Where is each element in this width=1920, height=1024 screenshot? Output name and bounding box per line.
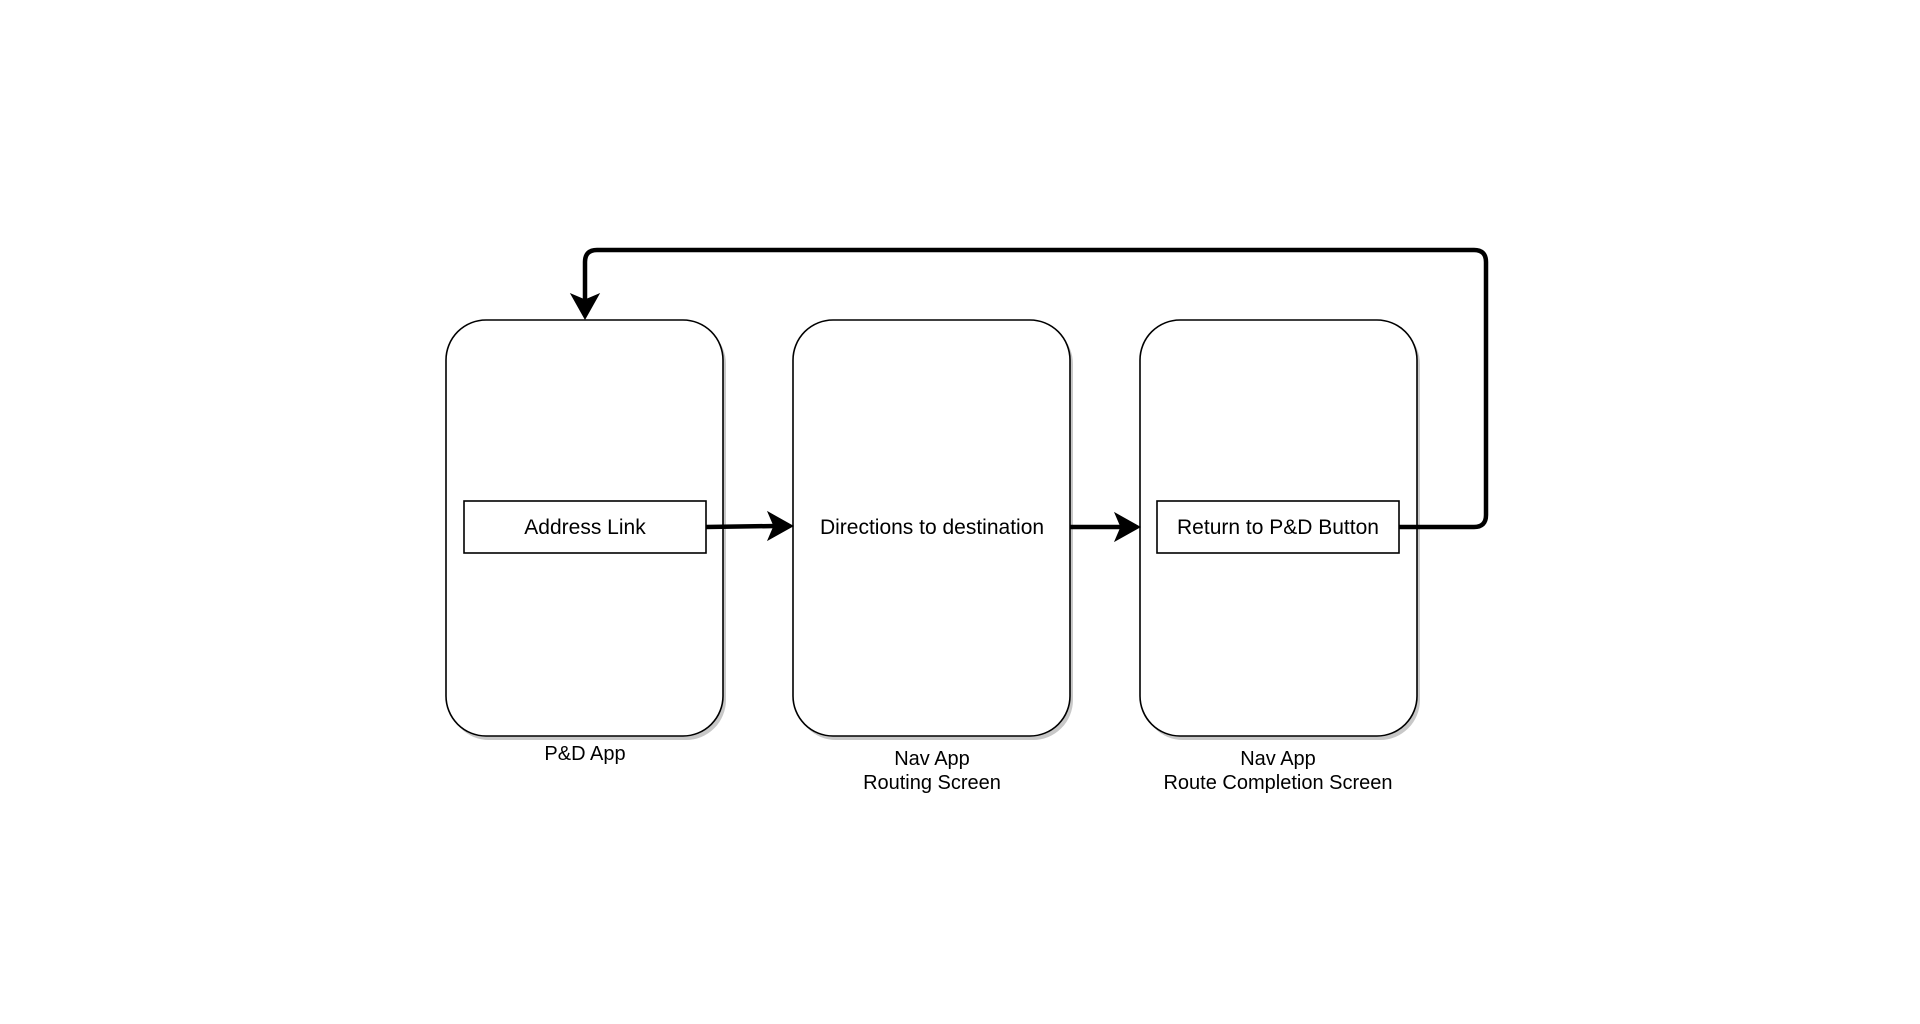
screen-nav-completion: Return to P&D Button Nav App Route Compl… bbox=[1139, 319, 1420, 794]
connector-routing-to-completion bbox=[1070, 511, 1142, 543]
connector-routing-to-completion-arrowhead-icon bbox=[1113, 511, 1142, 543]
return-to-pd-button-label: Return to P&D Button bbox=[1177, 516, 1379, 539]
connector-completion-to-pd-line bbox=[582, 247, 1489, 530]
connector-completion-to-pd bbox=[569, 247, 1489, 530]
connector-pd-to-routing bbox=[705, 510, 795, 542]
screen-nav-completion-caption-line-2: Route Completion Screen bbox=[1163, 772, 1392, 794]
screen-nav-routing: Directions to destination Nav App Routin… bbox=[792, 319, 1073, 794]
address-link-label: Address Link bbox=[524, 516, 646, 539]
screen-pd-app: Address Link P&D App bbox=[445, 319, 726, 765]
screen-nav-routing-caption-line-1: Nav App bbox=[894, 748, 970, 770]
screen-pd-app-caption: P&D App bbox=[544, 743, 625, 765]
screen-nav-completion-caption-line-1: Nav App bbox=[1240, 748, 1316, 770]
connector-pd-to-routing-line bbox=[705, 523, 777, 530]
connector-completion-to-pd-arrowhead-icon bbox=[569, 292, 601, 321]
directions-to-destination-label: Directions to destination bbox=[820, 516, 1044, 539]
address-link-box bbox=[463, 500, 707, 554]
screen-nav-routing-caption-line-2: Routing Screen bbox=[863, 772, 1001, 794]
connector-pd-to-routing-arrowhead-icon bbox=[766, 510, 795, 542]
